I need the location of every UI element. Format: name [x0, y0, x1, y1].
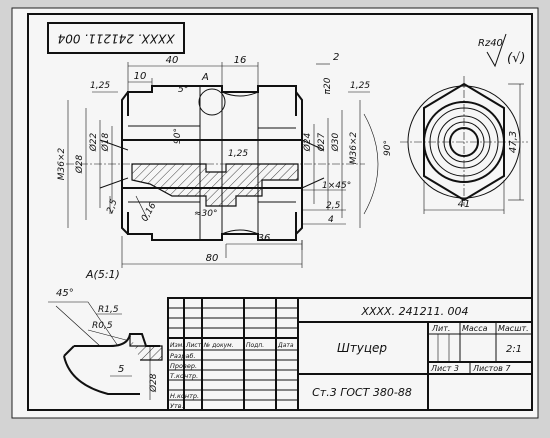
- chamfer-right: 1,25: [350, 81, 370, 91]
- col-list: Лист: [185, 342, 202, 349]
- label-lit: Лит.: [431, 324, 450, 333]
- row-utv: Утв.: [170, 402, 184, 410]
- dia-18: Ø18: [100, 132, 111, 152]
- row-tkontr: Т.контр.: [170, 372, 198, 380]
- detail-r1-5: R1,5: [98, 305, 119, 315]
- dim-80: 80: [206, 253, 219, 264]
- dia-22: Ø22: [88, 132, 99, 152]
- dim-1x45: 1×45°: [322, 181, 351, 191]
- part-material: Ст.3 ГОСТ 380-88: [312, 386, 412, 399]
- dim-4: 4: [328, 215, 334, 225]
- dim-2-5-right: 2,5: [326, 201, 341, 211]
- row-nkontr: Н.контр.: [170, 392, 199, 400]
- angle-30: ≈30°: [194, 209, 218, 219]
- hex-end-view: 41 47,3: [400, 76, 528, 214]
- label-scale: Масшт.: [498, 324, 529, 333]
- rotated-stamp-code: XXXX. 241211. 004: [58, 32, 176, 46]
- chamfer-mid: 1,25: [228, 149, 248, 159]
- chamfer-left: 1,25: [90, 81, 110, 91]
- detail-angle: 45°: [56, 288, 74, 299]
- dim-40: 40: [166, 55, 179, 66]
- roughness-label: Rz40: [478, 38, 503, 49]
- value-sheets: Листов 7: [472, 364, 511, 373]
- thread-left: M36×2: [57, 147, 67, 180]
- row-razrab: Разраб.: [170, 352, 196, 360]
- dim-16: 16: [234, 55, 247, 66]
- rotated-stamp: XXXX. 241211. 004: [47, 22, 185, 54]
- title-code: XXXX. 241211. 004: [360, 305, 468, 318]
- dim-pi20: π20: [323, 77, 333, 94]
- detail-a-view: A(5:1) 45° R1,5 R0,5 5 Ø28: [48, 268, 163, 400]
- col-izm: Изм.: [170, 342, 184, 349]
- dim-2: 2: [333, 52, 339, 63]
- value-sheet: Лист 3: [430, 364, 459, 373]
- dim-2-5-left: 2,5: [105, 198, 119, 215]
- hex-dim-41: 41: [458, 199, 471, 210]
- part-name: Штуцер: [337, 341, 387, 355]
- roughness-symbol: Rz40 (√): [478, 33, 525, 68]
- thread-right: M36×2: [349, 131, 359, 164]
- detail-a-circle: [198, 88, 226, 116]
- section-hatch: [131, 163, 299, 207]
- dim-10: 10: [134, 71, 147, 82]
- dim-36: 36: [258, 233, 271, 244]
- detail-dia-28: Ø28: [148, 373, 159, 393]
- dia-28: Ø28: [74, 154, 85, 174]
- hex-dim-47-3: 47,3: [508, 131, 519, 153]
- main-dimensions: 40 16 10 2 π20 1,25 1,25 1,25 5° A M36×2…: [57, 52, 393, 268]
- detail-dim-5: 5: [118, 364, 124, 375]
- dia-27: Ø27: [316, 132, 327, 152]
- detail-r0-5: R0,5: [92, 321, 113, 331]
- label-mass: Масса: [462, 324, 488, 333]
- row-prover: Провер.: [170, 362, 197, 370]
- angle-90-right: 90°: [383, 140, 393, 156]
- angle-90-left: 90°: [173, 128, 183, 144]
- angle-5: 5°: [178, 85, 188, 95]
- title-block: Изм. Лист № докум. Подп. Дата Разраб. Пр…: [167, 297, 533, 411]
- col-doc: № докум.: [203, 342, 234, 349]
- value-scale: 2:1: [506, 344, 522, 355]
- dia-24: Ø24: [302, 132, 313, 152]
- detail-ref-a: A: [201, 72, 209, 83]
- roughness-paren: (√): [507, 51, 525, 66]
- col-sign: Подп.: [246, 342, 264, 349]
- col-date: Дата: [277, 342, 294, 349]
- detail-title: A(5:1): [85, 268, 120, 281]
- dia-30: Ø30: [330, 132, 341, 152]
